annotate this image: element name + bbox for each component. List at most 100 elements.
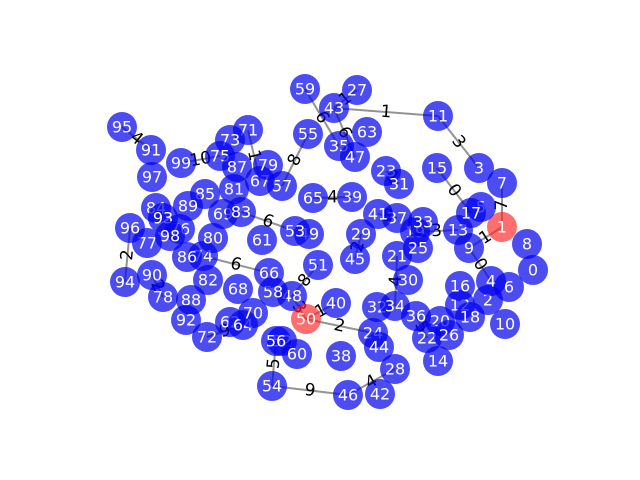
node-circle[interactable] <box>155 221 185 251</box>
node-circle[interactable] <box>192 322 222 352</box>
node-55[interactable]: 55 <box>293 119 323 149</box>
node-1[interactable]: 1 <box>487 212 517 242</box>
node-11[interactable]: 11 <box>423 101 453 131</box>
node-circle[interactable] <box>137 260 167 290</box>
node-28[interactable]: 28 <box>380 354 410 384</box>
node-47[interactable]: 47 <box>340 142 370 172</box>
node-15[interactable]: 15 <box>422 153 452 183</box>
node-79[interactable]: 79 <box>253 150 283 180</box>
node-44[interactable]: 44 <box>364 332 394 362</box>
node-7[interactable]: 7 <box>487 168 517 198</box>
node-0[interactable]: 0 <box>518 255 548 285</box>
node-16[interactable]: 16 <box>445 271 475 301</box>
node-18[interactable]: 18 <box>455 302 485 332</box>
node-30[interactable]: 30 <box>393 265 423 295</box>
node-circle[interactable] <box>319 93 349 123</box>
node-circle[interactable] <box>333 380 363 410</box>
node-circle[interactable] <box>298 183 328 213</box>
node-60[interactable]: 60 <box>282 339 312 369</box>
node-circle[interactable] <box>363 199 393 229</box>
node-circle[interactable] <box>403 233 433 263</box>
node-97[interactable]: 97 <box>137 162 167 192</box>
node-29[interactable]: 29 <box>346 219 376 249</box>
node-80[interactable]: 80 <box>198 223 228 253</box>
node-38[interactable]: 38 <box>326 341 356 371</box>
node-circle[interactable] <box>293 119 323 149</box>
node-96[interactable]: 96 <box>115 213 145 243</box>
node-circle[interactable] <box>490 309 520 339</box>
node-90[interactable]: 90 <box>137 260 167 290</box>
node-circle[interactable] <box>401 301 431 331</box>
node-circle[interactable] <box>340 244 370 274</box>
node-circle[interactable] <box>290 74 320 104</box>
node-82[interactable]: 82 <box>193 265 223 295</box>
node-53[interactable]: 53 <box>280 216 310 246</box>
node-46[interactable]: 46 <box>333 380 363 410</box>
node-95[interactable]: 95 <box>107 112 137 142</box>
node-61[interactable]: 61 <box>247 225 277 255</box>
node-40[interactable]: 40 <box>321 288 351 318</box>
node-51[interactable]: 51 <box>303 250 333 280</box>
node-circle[interactable] <box>173 191 203 221</box>
node-98[interactable]: 98 <box>155 221 185 251</box>
node-8[interactable]: 8 <box>512 229 542 259</box>
node-81[interactable]: 81 <box>219 174 249 204</box>
node-87[interactable]: 87 <box>222 152 252 182</box>
node-circle[interactable] <box>364 332 394 362</box>
node-54[interactable]: 54 <box>257 371 287 401</box>
node-66[interactable]: 66 <box>254 258 284 288</box>
node-circle[interactable] <box>352 117 382 147</box>
node-circle[interactable] <box>456 198 486 228</box>
node-circle[interactable] <box>384 169 414 199</box>
node-70[interactable]: 70 <box>238 298 268 328</box>
node-circle[interactable] <box>455 302 485 332</box>
node-17[interactable]: 17 <box>456 198 486 228</box>
node-circle[interactable] <box>518 255 548 285</box>
node-circle[interactable] <box>238 298 268 328</box>
node-circle[interactable] <box>337 182 367 212</box>
node-circle[interactable] <box>445 271 475 301</box>
node-92[interactable]: 92 <box>171 305 201 335</box>
node-circle[interactable] <box>494 272 524 302</box>
node-circle[interactable] <box>423 346 453 376</box>
node-circle[interactable] <box>393 265 423 295</box>
highlighted-node-circle[interactable] <box>487 212 517 242</box>
node-41[interactable]: 41 <box>363 199 393 229</box>
node-89[interactable]: 89 <box>173 191 203 221</box>
node-circle[interactable] <box>282 339 312 369</box>
node-circle[interactable] <box>223 274 253 304</box>
node-circle[interactable] <box>487 168 517 198</box>
node-circle[interactable] <box>365 379 395 409</box>
node-circle[interactable] <box>512 229 542 259</box>
node-31[interactable]: 31 <box>384 169 414 199</box>
node-circle[interactable] <box>136 135 166 165</box>
node-10[interactable]: 10 <box>490 309 520 339</box>
node-72[interactable]: 72 <box>192 322 222 352</box>
node-59[interactable]: 59 <box>290 74 320 104</box>
node-circle[interactable] <box>422 153 452 183</box>
node-circle[interactable] <box>423 101 453 131</box>
node-65[interactable]: 65 <box>298 183 328 213</box>
node-circle[interactable] <box>326 341 356 371</box>
node-43[interactable]: 43 <box>319 93 349 123</box>
node-45[interactable]: 45 <box>340 244 370 274</box>
node-circle[interactable] <box>222 152 252 182</box>
node-6[interactable]: 6 <box>494 272 524 302</box>
node-circle[interactable] <box>198 223 228 253</box>
node-circle[interactable] <box>253 150 283 180</box>
node-circle[interactable] <box>247 225 277 255</box>
node-94[interactable]: 94 <box>110 267 140 297</box>
node-circle[interactable] <box>342 75 372 105</box>
node-circle[interactable] <box>303 250 333 280</box>
node-91[interactable]: 91 <box>136 135 166 165</box>
node-circle[interactable] <box>193 265 223 295</box>
node-circle[interactable] <box>346 219 376 249</box>
node-99[interactable]: 99 <box>166 148 196 178</box>
node-3[interactable]: 3 <box>464 153 494 183</box>
node-circle[interactable] <box>257 371 287 401</box>
node-circle[interactable] <box>254 258 284 288</box>
node-circle[interactable] <box>380 354 410 384</box>
node-25[interactable]: 25 <box>403 233 433 263</box>
node-50[interactable]: 50 <box>291 304 321 334</box>
node-circle[interactable] <box>137 162 167 192</box>
